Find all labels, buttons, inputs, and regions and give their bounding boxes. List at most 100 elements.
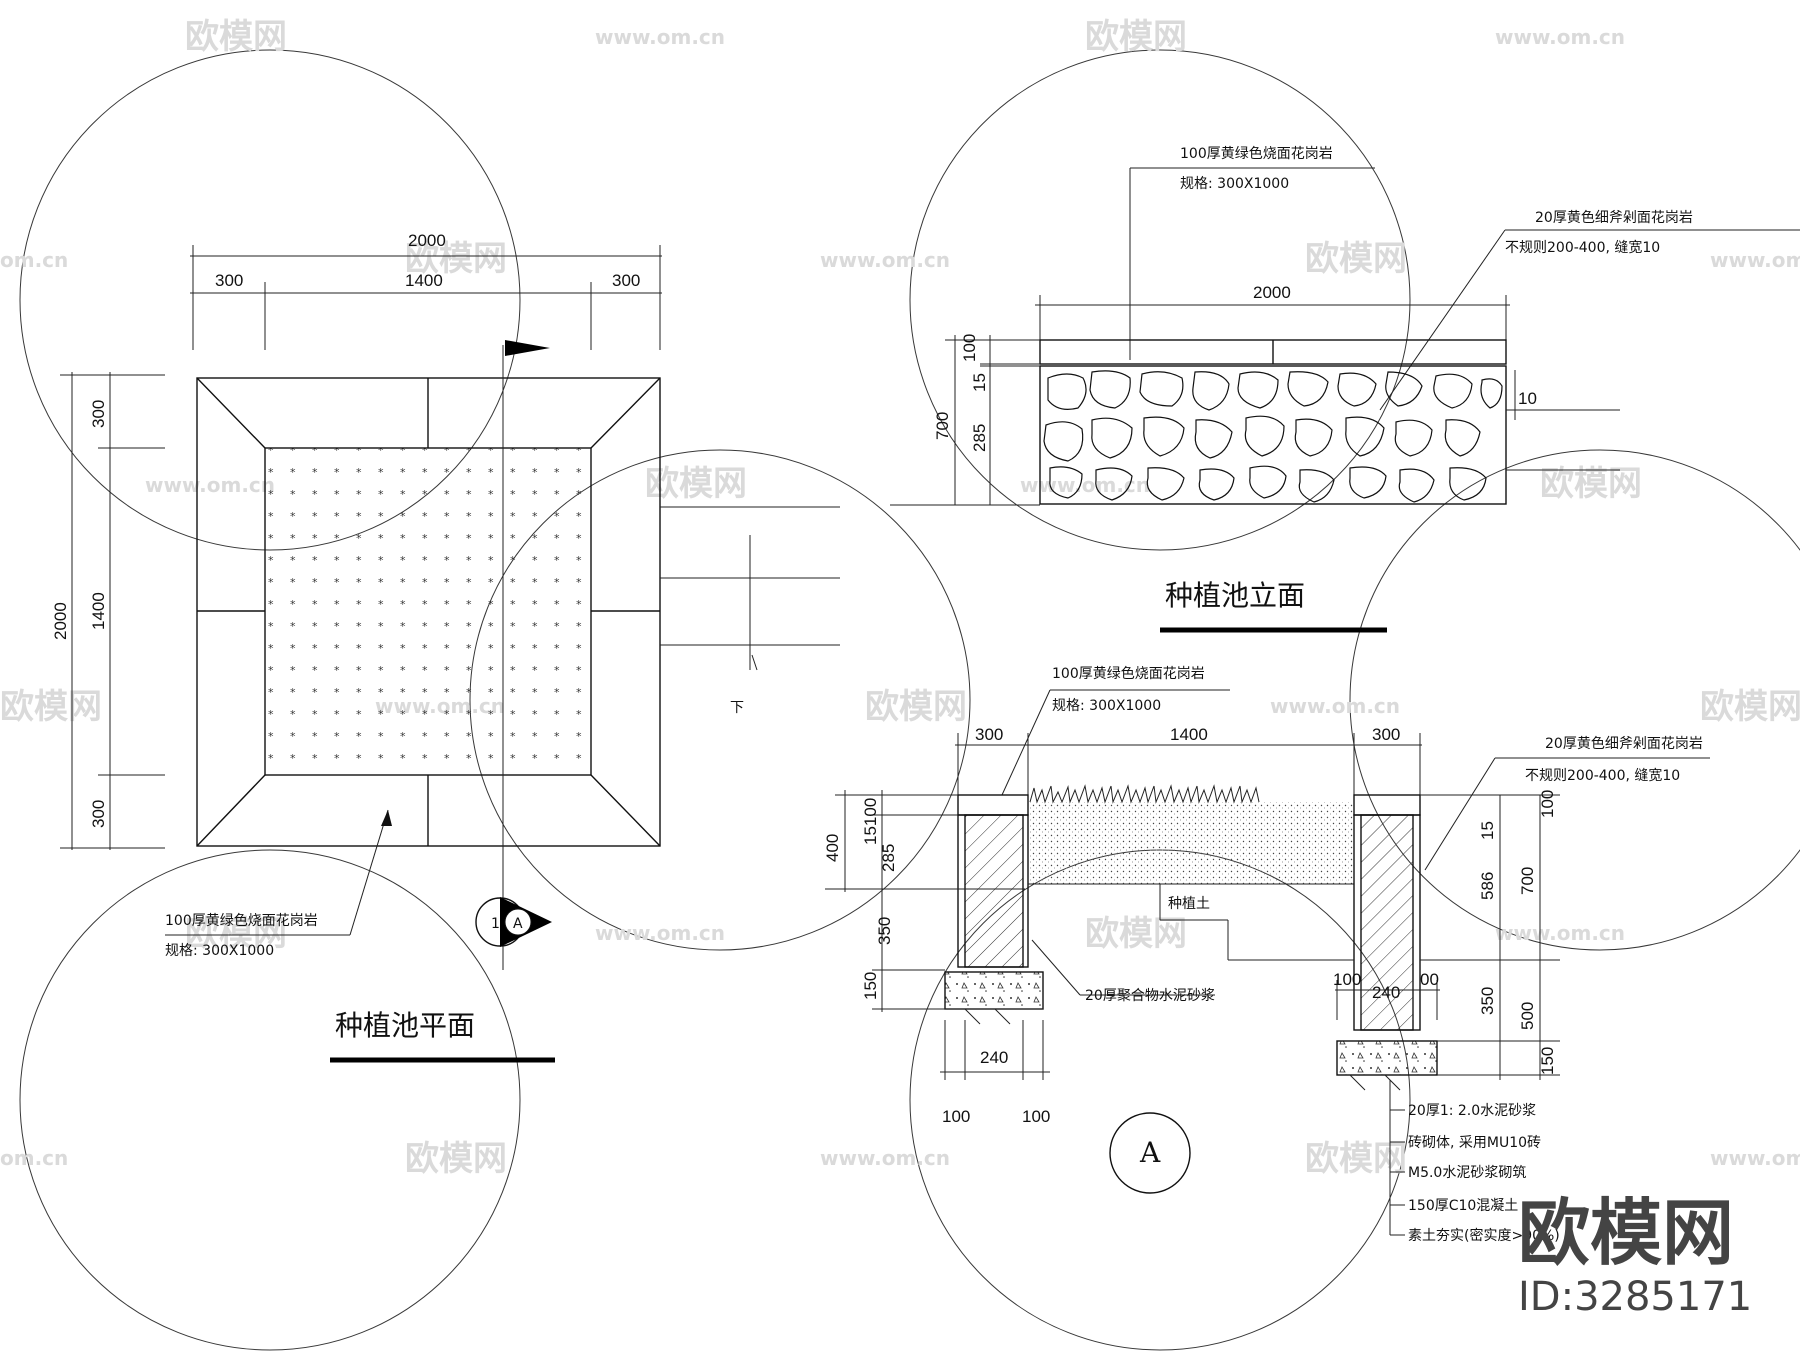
elev-dim-285: 285 <box>970 424 989 452</box>
sec-dim-w300a: 300 <box>975 725 1003 744</box>
plan-top-dimensions: 2000 300 1400 300 <box>190 231 662 350</box>
dim-top-height: 300 <box>89 400 108 428</box>
brand-name: 欧模网 <box>1518 1191 1734 1275</box>
plan-small-label: 下 <box>730 700 744 716</box>
elev-dim-width: 2000 <box>1253 283 1291 302</box>
watermark-brand: 欧模网 <box>1305 1139 1407 1179</box>
sec-note-cap-line2: 规格: 300X1000 <box>1052 698 1161 714</box>
watermark-brand: 欧模网 <box>865 687 967 727</box>
watermark-url: www.om.cn <box>1495 25 1625 49</box>
watermark-layer: 欧模网 www.om.cn 欧模网 www.om.cn om.cn 欧模网 ww… <box>0 17 1800 1351</box>
sec-dim-100b: 100 <box>1022 1107 1050 1126</box>
sec-note-right-line1: 20厚黄色细斧剁面花岗岩 <box>1545 735 1703 752</box>
brand-stamp: 欧模网 ID:3285171 <box>1518 1191 1752 1320</box>
sec-dim-r150: 150 <box>1538 1047 1557 1075</box>
watermark-url: om.cn <box>0 1146 68 1170</box>
right-cap <box>1353 794 1421 816</box>
sec-dim-r100top: 100 <box>1538 790 1557 818</box>
plan-planter: 下 1 A 100厚黄绿色烧面花岗岩 规格: 300X1000 <box>165 340 840 970</box>
elevation-view: 100厚黄绿色烧面花岗岩 规格: 300X1000 20厚黄色细斧剁面花岗岩 不… <box>890 145 1800 633</box>
left-cap <box>957 794 1029 816</box>
legend-item: 150厚C10混凝土 <box>1408 1198 1518 1214</box>
plan-left-dimensions: 2000 300 1400 300 <box>51 372 165 850</box>
sec-note-right-line2: 不规则200-400, 缝宽10 <box>1525 767 1680 784</box>
section-letter: A <box>513 916 523 932</box>
watermark-brand: 欧模网 <box>1085 914 1187 954</box>
watermark-brand: 欧模网 <box>405 239 507 279</box>
watermark-brand: 欧模网 <box>185 17 287 57</box>
sec-dim-15100: 15100 <box>861 798 880 845</box>
watermark-url: www.om.cn <box>1020 473 1150 497</box>
watermark-brand: 欧模网 <box>1305 239 1407 279</box>
section-num: 1 <box>491 916 500 932</box>
elev-note-top-line2: 规格: 300X1000 <box>1180 176 1289 192</box>
plan-title: 种植池平面 <box>335 1009 475 1042</box>
watermark-url: www.om.cn <box>1710 248 1800 272</box>
sec-dim-r500: 500 <box>1518 1002 1537 1030</box>
legend-item: 素土夯实(密实度>90%) <box>1408 1227 1560 1244</box>
watermark-url: www.om.cn <box>1710 1146 1800 1170</box>
sec-dim-r586: 586 <box>1478 872 1497 900</box>
plan-note-line2: 规格: 300X1000 <box>165 943 274 959</box>
watermark-url: www.om.cn <box>1495 921 1625 945</box>
dim-total-width: 2000 <box>408 231 446 250</box>
watermark-url: www.om.cn <box>595 921 725 945</box>
sec-note-cap-line1: 100厚黄绿色烧面花岗岩 <box>1052 665 1205 682</box>
watermark-brand: 欧模网 <box>645 464 747 504</box>
elev-dim-100: 100 <box>960 334 979 362</box>
sec-dim-350: 350 <box>875 917 894 945</box>
elev-dim-700: 700 <box>933 412 952 440</box>
sec-dim-r100: 100 <box>1333 970 1361 989</box>
watermark-brand: 欧模网 <box>405 1139 507 1179</box>
stone-pattern <box>1043 370 1503 503</box>
watermark-brand: 欧模网 <box>185 914 287 954</box>
watermark-url: www.om.cn <box>595 25 725 49</box>
elevation-title: 种植池立面 <box>1165 579 1305 612</box>
left-brick-wall <box>964 814 1024 968</box>
sec-dim-150: 150 <box>861 972 880 1000</box>
section-a-circle <box>1109 1112 1191 1194</box>
watermark-brand: 欧模网 <box>0 687 102 727</box>
section-flag-icon <box>505 340 550 356</box>
dim-mid-height: 1400 <box>89 592 108 630</box>
elev-note-right-line2: 不规则200-400, 缝宽10 <box>1505 239 1660 256</box>
planting-soil <box>1028 802 1354 884</box>
sec-note-soil: 种植土 <box>1168 896 1210 912</box>
legend-item: M5.0水泥砂浆砌筑 <box>1408 1165 1526 1181</box>
elev-dim-15: 15 <box>970 373 989 392</box>
watermark-url: www.om.cn <box>820 248 950 272</box>
legend-item: 20厚1: 2.0水泥砂浆 <box>1408 1103 1536 1119</box>
brand-id: ID:3285171 <box>1518 1274 1752 1320</box>
sec-dim-240a: 240 <box>980 1048 1008 1067</box>
plan-note-line1: 100厚黄绿色烧面花岗岩 <box>165 912 318 929</box>
legend-item: 砖砌体, 采用MU10砖 <box>1408 1135 1541 1151</box>
sec-dim-r350: 350 <box>1478 987 1497 1015</box>
right-footing <box>1336 1040 1438 1076</box>
watermark-url: www.om.cn <box>820 1146 950 1170</box>
sec-dim-r700: 700 <box>1518 867 1537 895</box>
dim-bot-height: 300 <box>89 800 108 828</box>
section-marker-icon: 1 A <box>475 897 552 947</box>
dim-mid-width: 1400 <box>405 271 443 290</box>
sec-dim-100a: 100 <box>942 1107 970 1126</box>
watermark-brand: 欧模网 <box>1540 464 1642 504</box>
watermark-url: www.om.cn <box>145 473 275 497</box>
sec-dim-285: 285 <box>879 844 898 872</box>
left-footing <box>944 971 1044 1010</box>
section-a-view: 100厚黄绿色烧面花岗岩 规格: 300X1000 300 1400 300 2… <box>823 665 1710 1244</box>
sec-note-mortar: 20厚聚合物水泥砂浆 <box>1085 988 1215 1004</box>
dim-left-width: 300 <box>215 271 243 290</box>
dim-total-height: 2000 <box>51 602 70 640</box>
watermark-brand: 欧模网 <box>1700 687 1800 727</box>
watermark-url: www.om.cn <box>1270 694 1400 718</box>
grass-hatch <box>1029 784 1260 804</box>
watermark-brand: 欧模网 <box>1085 17 1187 57</box>
sec-dim-r240: 240 <box>1372 983 1400 1002</box>
right-brick-wall <box>1360 814 1414 1031</box>
plan-view: 2000 300 1400 300 2000 300 1400 300 <box>51 231 840 1063</box>
sec-dim-w300b: 300 <box>1372 725 1400 744</box>
watermark-url: om.cn <box>0 248 68 272</box>
dim-right-width: 300 <box>612 271 640 290</box>
sec-dim-w1400: 1400 <box>1170 725 1208 744</box>
